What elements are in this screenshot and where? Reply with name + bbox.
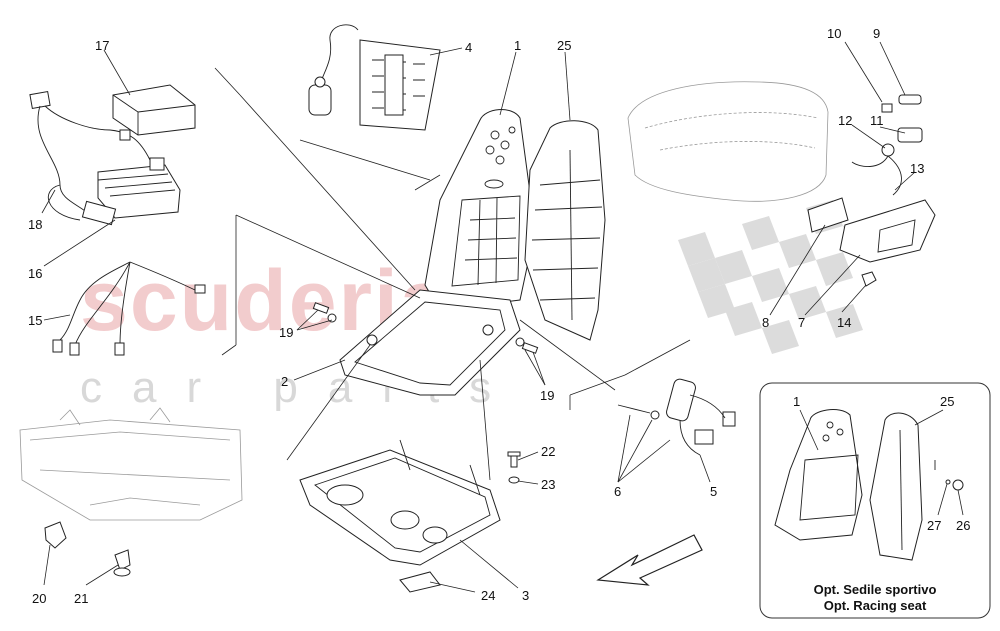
callout-6: 6	[614, 484, 621, 499]
seat-base-ghost	[19, 407, 243, 521]
clips-20-21	[44, 521, 131, 577]
callout-1: 1	[514, 38, 521, 53]
callout-12: 12	[838, 113, 852, 128]
callout-25: 25	[557, 38, 571, 53]
harness-ecu-group	[29, 84, 196, 226]
callout-16: 16	[28, 266, 42, 281]
seat-back-frame	[424, 109, 536, 311]
callout-9: 9	[873, 26, 880, 41]
callout-14: 14	[837, 315, 851, 330]
side-controls-group	[807, 94, 936, 287]
heater-mat-group	[308, 24, 441, 131]
wire-harness-15	[52, 261, 206, 356]
callout-2: 2	[281, 374, 288, 389]
callout-27: 27	[927, 518, 941, 533]
callout-4: 4	[465, 40, 472, 55]
callout-26: 26	[956, 518, 970, 533]
seat-base-frame	[339, 289, 521, 396]
callout-21: 21	[74, 591, 88, 606]
optional-seat-label-en: Opt. Racing seat	[824, 598, 927, 613]
callout-5: 5	[710, 484, 717, 499]
callout-19a: 19	[279, 325, 293, 340]
adjust-motor-5	[617, 378, 736, 456]
callout-24: 24	[481, 588, 495, 603]
callout-1b: 1	[793, 394, 800, 409]
optional-racing-seat-box: Opt. Sedile sportivo Opt. Racing seat	[759, 382, 991, 619]
callout-19b: 19	[540, 388, 554, 403]
callout-labels: 17 18 16 15 4 1 25 19 2 19 22 23 3 24 6 …	[28, 26, 970, 606]
callout-10: 10	[827, 26, 841, 41]
leader-lines	[41, 41, 916, 593]
bracket-24	[399, 571, 441, 593]
callout-22: 22	[541, 444, 555, 459]
callout-20: 20	[32, 591, 46, 606]
seat-track-runners	[299, 439, 501, 566]
callout-3: 3	[522, 588, 529, 603]
callout-25b: 25	[940, 394, 954, 409]
seat-cushion-ghost	[627, 81, 829, 202]
screw-nut-22-23	[507, 451, 521, 484]
callout-17: 17	[95, 38, 109, 53]
callout-18: 18	[28, 217, 42, 232]
callout-23: 23	[541, 477, 555, 492]
callout-8: 8	[762, 315, 769, 330]
callout-7: 7	[798, 315, 805, 330]
callout-11: 11	[870, 113, 884, 128]
bolts-19	[312, 302, 539, 354]
seat-back-shell	[524, 120, 606, 341]
front-direction-arrow-icon	[596, 534, 703, 586]
callout-15: 15	[28, 313, 42, 328]
callout-13: 13	[910, 161, 924, 176]
optional-seat-label-it: Opt. Sedile sportivo	[814, 582, 937, 597]
